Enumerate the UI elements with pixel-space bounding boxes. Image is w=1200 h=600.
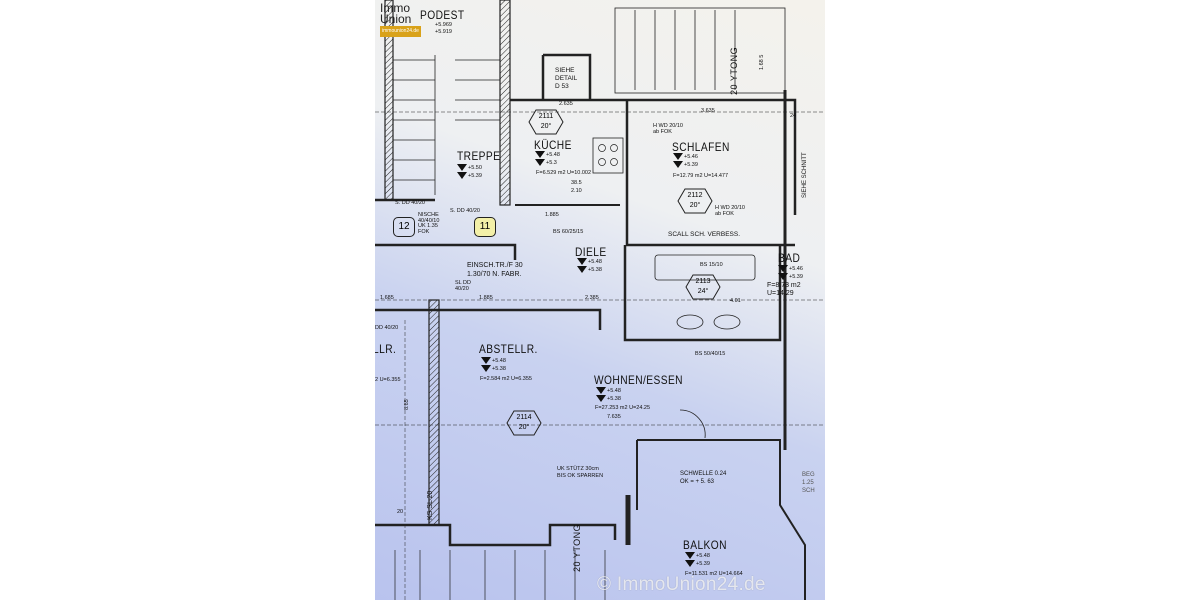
wall-detail-shaft (541, 53, 592, 100)
bs-50-note: BS 50/40/15 (695, 351, 726, 357)
sink-2 (713, 314, 741, 330)
bs-60-note: BS 60/25/15 (553, 229, 584, 235)
logo: Immo Union immounion24.de (380, 1, 421, 37)
level-treppe: +5.50+5.39 (457, 164, 482, 180)
sink-1 (676, 314, 704, 330)
ytong-top-label: 20 YTONG (729, 46, 739, 95)
room-label-diele: DIELE (575, 245, 607, 259)
logo-line1: Immo (380, 1, 410, 15)
room-label-wohnen: WOHNEN/ESSEN (594, 373, 683, 387)
s-dd-1: S. DD 40/20 (395, 200, 425, 206)
level-abstellr: +5.48+5.38 (481, 357, 506, 373)
roof-bottom (394, 550, 606, 600)
badge-12: 12 (393, 217, 415, 237)
roof-top (614, 7, 786, 94)
badge-11: 11 (474, 217, 496, 237)
room-label-abstellr: ABSTELLR. (479, 342, 538, 356)
level-schlafen: +5.46+5.39 (673, 153, 698, 169)
room-label-treppe: TREPPE (457, 149, 501, 163)
room-label-left-partial: LLR. (375, 342, 397, 356)
room-label-bad: BAD (778, 251, 801, 265)
area-balkon: F=11.531 m2 U=14.664 (685, 571, 743, 577)
wall-lower-left (375, 198, 517, 260)
dim-label: 2.635 (559, 101, 573, 107)
area-wohnen: F=27.253 m2 U=24.25 (595, 405, 651, 411)
s-dd-2: S. DD 40/20 (450, 208, 480, 214)
siehe-schnitt-label: SIEHE SCHNITT (802, 152, 808, 198)
dim-label: 38.5 (571, 180, 582, 186)
watermark: © ImmoUnion24.de (597, 574, 766, 595)
dim-label: 24 (790, 113, 797, 119)
wall-kitchen-top (510, 98, 797, 215)
room-label-schlafen: SCHLAFEN (672, 140, 730, 154)
ytong-bottom-label: 20 YTONG (572, 523, 582, 572)
wall-bad (623, 245, 782, 342)
level-bad: +5.46+5.39 (778, 265, 803, 281)
dim-label: 2.10 (571, 188, 582, 194)
dim-label: 4.01 (730, 298, 741, 304)
room-label-podest: PODEST (420, 8, 465, 22)
level-podest: +5.969+5.919 (435, 22, 452, 35)
stove (592, 137, 624, 174)
wall-schlafen (625, 100, 795, 247)
dim-label: 1.685 (380, 295, 394, 301)
dim-label: 3.635 (701, 108, 715, 114)
area-bad: F=8.73 m2 U=14.29 (767, 282, 801, 297)
wall-balkon (636, 439, 806, 600)
logo-url: immounion24.de (380, 26, 421, 37)
ks-sl-label: KS SL 20 (427, 490, 434, 520)
dim-label: 2.385 (585, 295, 599, 301)
level-diele: +5.48+5.38 (577, 258, 602, 274)
dimension-lines (375, 111, 825, 600)
level-kueche: +5.48+5.3 (535, 151, 560, 167)
floor-plan: Immo Union immounion24.de PODEST +5.969+… (375, 0, 825, 600)
level-balkon: +5.48+5.39 (685, 552, 710, 568)
dim-label: 1.885 (479, 295, 493, 301)
door-swing (679, 409, 706, 439)
room-label-balkon: BALKON (683, 538, 727, 552)
stairs (393, 55, 500, 195)
area-kueche: F=6.529 m2 U=10.002 (536, 170, 592, 176)
area-abstellr: F=2.584 m2 U=6.355 (480, 376, 532, 382)
wall-corridor (375, 308, 602, 330)
logo-line2: Union (380, 12, 412, 26)
area-schlafen: F=12.79 m2 U=14.477 (673, 173, 729, 179)
dim-label: 8.85 (404, 399, 410, 410)
wall-stair-right (499, 0, 511, 206)
dim-label: 1.68 5 (759, 54, 765, 70)
scall-note: SCALL SCH. VERBESS. (668, 231, 741, 238)
dim-label: 20 (397, 509, 404, 515)
bathtub (654, 254, 756, 281)
dim-label: 1.885 (545, 212, 559, 218)
dd-left-note: DD 40/20 (375, 325, 399, 331)
bs-15-note: BS 15/10 (700, 262, 723, 268)
wall-living-bottom (375, 523, 617, 547)
area-left-partial: 2 U=6.355 (375, 377, 401, 383)
level-wohnen: +5.48+5.38 (596, 387, 621, 403)
dim-wohnen: 7.635 (607, 414, 621, 420)
floor-plan-walls (375, 0, 825, 600)
room-label-kueche: KÜCHE (534, 138, 572, 152)
